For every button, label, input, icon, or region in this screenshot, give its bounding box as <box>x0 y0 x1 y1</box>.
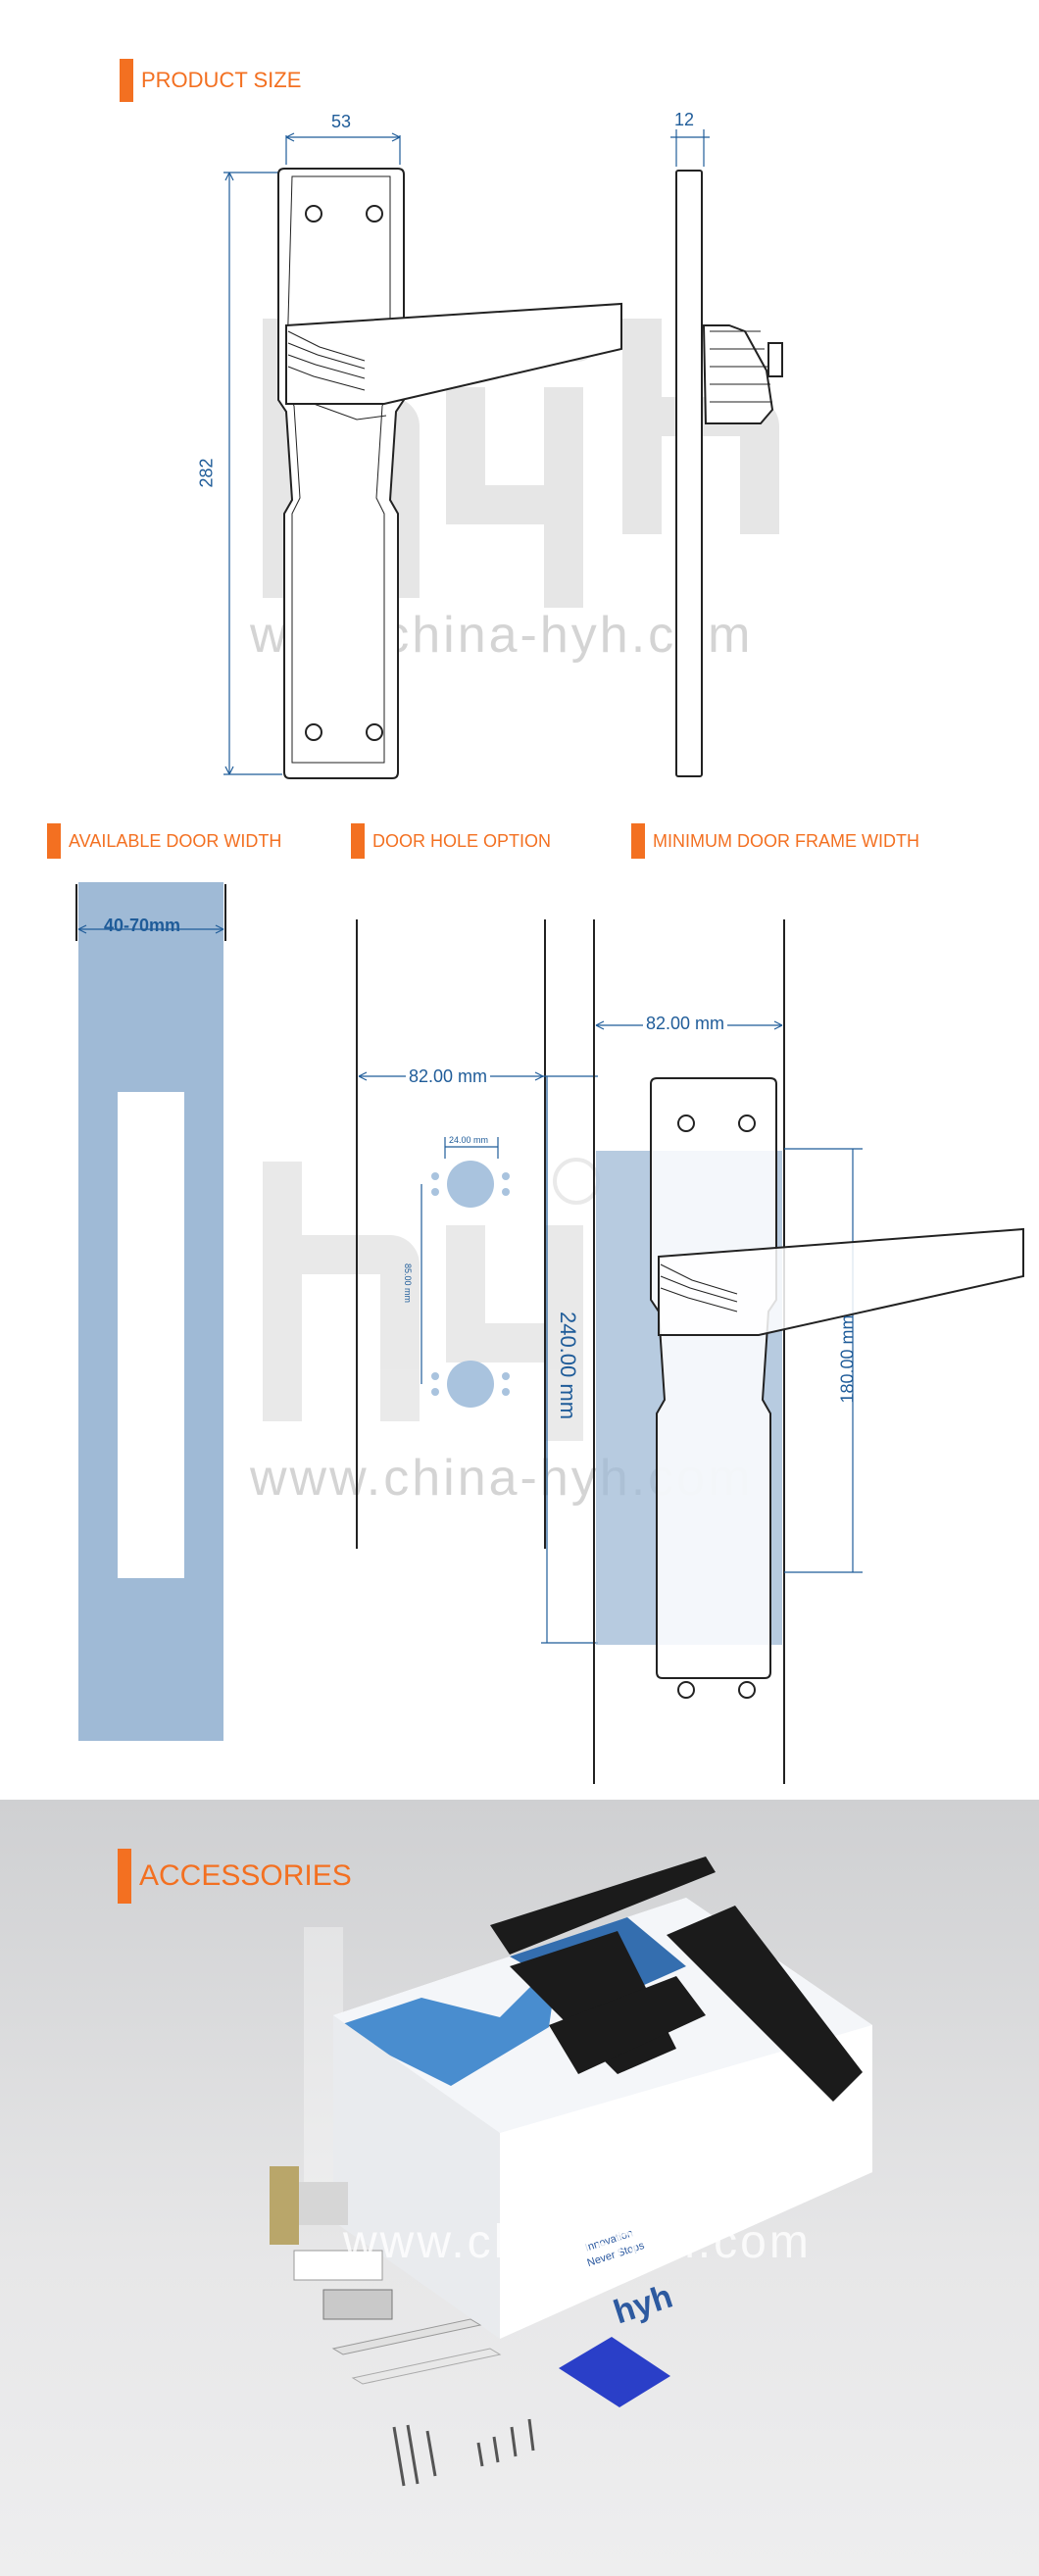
product-size-heading: PRODUCT SIZE <box>120 59 301 102</box>
heading-marker <box>47 823 61 859</box>
heading-marker <box>118 1849 131 1904</box>
product-size-section: PRODUCT SIZE www.china-hyh.com <box>0 0 1039 804</box>
accessories-title: ACCESSORIES <box>139 1859 352 1892</box>
door-width-diagram <box>75 882 226 1741</box>
side-depth-label: 12 <box>674 110 695 129</box>
frame-height-label: 180.00 mm <box>837 1314 858 1404</box>
door-hole-diagram <box>356 919 598 1644</box>
frame-width-label: 82.00 mm <box>643 1014 728 1034</box>
door-hole-option-title: DOOR HOLE OPTION <box>372 830 552 851</box>
black-handles <box>490 1857 863 2102</box>
hole-diameter-label: 24.00 mm <box>449 1135 489 1145</box>
front-width-label: 53 <box>331 112 352 131</box>
door-hole-option-heading: DOOR HOLE OPTION <box>351 823 551 859</box>
accessories-illustration <box>270 1857 872 2487</box>
heading-marker <box>120 59 133 102</box>
product-size-title: PRODUCT SIZE <box>141 68 302 92</box>
available-door-width-title: AVAILABLE DOOR WIDTH <box>69 830 282 851</box>
minimum-frame-width-title: MINIMUM DOOR FRAME WIDTH <box>653 830 919 851</box>
minimum-frame-width-heading: MINIMUM DOOR FRAME WIDTH <box>631 823 919 859</box>
door-specs-section: AVAILABLE DOOR WIDTH DOOR HOLE OPTION MI… <box>0 804 1039 1800</box>
heading-marker <box>631 823 645 859</box>
accessories-heading: ACCESSORIES <box>118 1849 352 1904</box>
hole-option-width-label: 82.00 mm <box>406 1066 491 1087</box>
available-door-width-heading: AVAILABLE DOOR WIDTH <box>47 823 281 859</box>
front-view-drawing <box>223 132 622 779</box>
door-width-range-label: 40-70mm <box>104 916 181 935</box>
watermark-logo <box>263 315 779 608</box>
minimum-frame-diagram <box>593 919 1024 1784</box>
side-view-drawing <box>670 129 783 777</box>
latch <box>270 2166 393 2320</box>
heading-marker <box>351 823 365 859</box>
watermark-url: www.china-hyh.com <box>343 2216 812 2268</box>
accessories-section: ACCESSORIES <box>0 1800 1039 2576</box>
watermark-logo <box>263 1158 600 1441</box>
